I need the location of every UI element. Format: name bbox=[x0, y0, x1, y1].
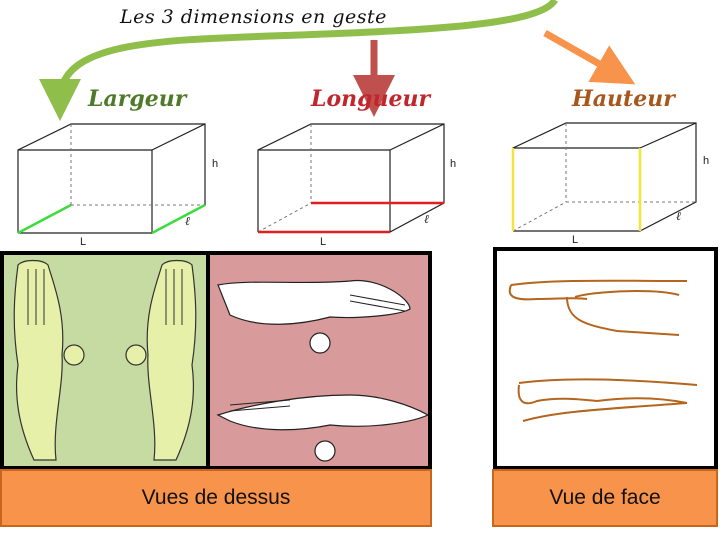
hands-longueur-illustration bbox=[216, 279, 428, 462]
heading-hauteur: Hauteur bbox=[572, 86, 675, 112]
hands-hauteur-illustration bbox=[508, 279, 698, 422]
heading-largeur: Largeur bbox=[88, 86, 187, 112]
green-curved-arrow bbox=[39, 0, 558, 121]
diagram-title: Les 3 dimensions en geste bbox=[120, 6, 387, 28]
orange-arrow bbox=[543, 29, 636, 85]
dim-label-h: h bbox=[703, 155, 710, 167]
dim-label-h: h bbox=[450, 158, 457, 170]
heading-longueur: Longueur bbox=[311, 86, 431, 112]
dim-label-l: ℓ bbox=[676, 209, 681, 223]
view-front-button[interactable]: Vue de face bbox=[492, 469, 718, 527]
dim-label-L: L bbox=[572, 234, 579, 246]
panel-front-view-hauteur bbox=[493, 247, 718, 470]
dim-label-l: ℓ bbox=[185, 214, 190, 228]
dim-label-h: h bbox=[212, 158, 219, 170]
panel-top-view-longueur bbox=[206, 251, 432, 470]
views-top-button[interactable]: Vues de dessus bbox=[0, 469, 432, 527]
panel-top-view-largeur bbox=[0, 251, 210, 470]
hands-largeur-illustration bbox=[13, 259, 197, 461]
dim-label-l: ℓ bbox=[424, 212, 429, 226]
dim-label-L: L bbox=[320, 236, 327, 248]
dim-label-L: L bbox=[80, 236, 87, 248]
